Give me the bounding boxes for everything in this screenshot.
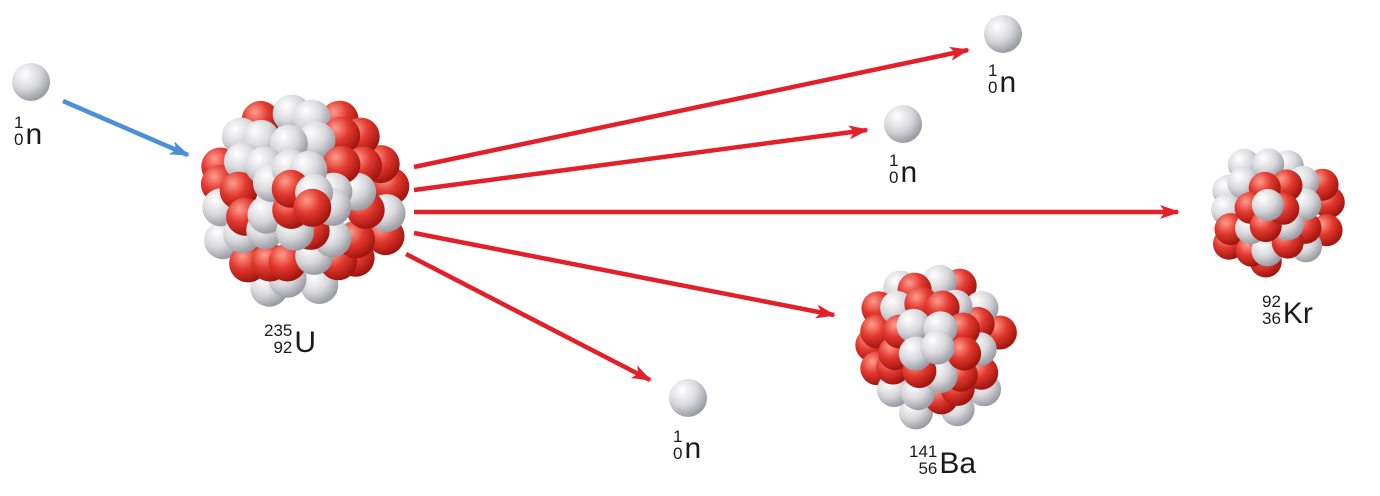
mass-number: 141 bbox=[909, 442, 938, 461]
atomic-number: 0 bbox=[673, 444, 683, 463]
element-symbol: Kr bbox=[1282, 297, 1313, 330]
element-symbol: n bbox=[684, 432, 702, 465]
barium-nucleus bbox=[855, 264, 1017, 430]
incoming-neutron-arrow bbox=[62, 98, 190, 158]
element-symbol: n bbox=[25, 118, 43, 151]
atomic-number: 0 bbox=[14, 130, 24, 149]
atomic-number: 92 bbox=[273, 338, 293, 357]
uranium-nucleus bbox=[200, 94, 410, 307]
neutron-bottom bbox=[669, 379, 707, 417]
neutron-ball bbox=[1251, 189, 1284, 221]
neutron-ball bbox=[896, 308, 931, 343]
mass-number: 1 bbox=[988, 61, 998, 80]
arrow-to-barium bbox=[413, 230, 836, 319]
neutron-middle bbox=[884, 105, 922, 143]
mass-number: 1 bbox=[889, 151, 899, 170]
atomic-number: 56 bbox=[918, 459, 938, 478]
element-symbol: n bbox=[999, 66, 1017, 99]
element-symbol: Ba bbox=[939, 447, 977, 480]
element-symbol: U bbox=[294, 326, 317, 359]
atomic-number: 36 bbox=[1262, 309, 1281, 328]
neutron-ball bbox=[920, 330, 955, 365]
atomic-number: 0 bbox=[988, 78, 998, 97]
arrow-to-neutron-bottom bbox=[404, 252, 652, 382]
neutron-ball bbox=[297, 121, 336, 160]
neutron-top bbox=[984, 15, 1022, 53]
proton-ball bbox=[293, 188, 332, 227]
mass-number: 92 bbox=[1262, 292, 1281, 311]
mass-number: 235 bbox=[264, 321, 293, 340]
mass-number: 1 bbox=[673, 427, 683, 446]
element-symbol: n bbox=[900, 156, 918, 189]
arrow-to-neutron-middle bbox=[413, 125, 869, 193]
incoming-neutron bbox=[12, 63, 50, 101]
atomic-number: 0 bbox=[889, 168, 899, 187]
arrow-to-neutron-top bbox=[413, 46, 970, 170]
proton-ball bbox=[947, 336, 982, 371]
mass-number: 1 bbox=[14, 113, 24, 132]
neutron-ball bbox=[1252, 148, 1285, 181]
krypton-nucleus bbox=[1211, 148, 1345, 278]
